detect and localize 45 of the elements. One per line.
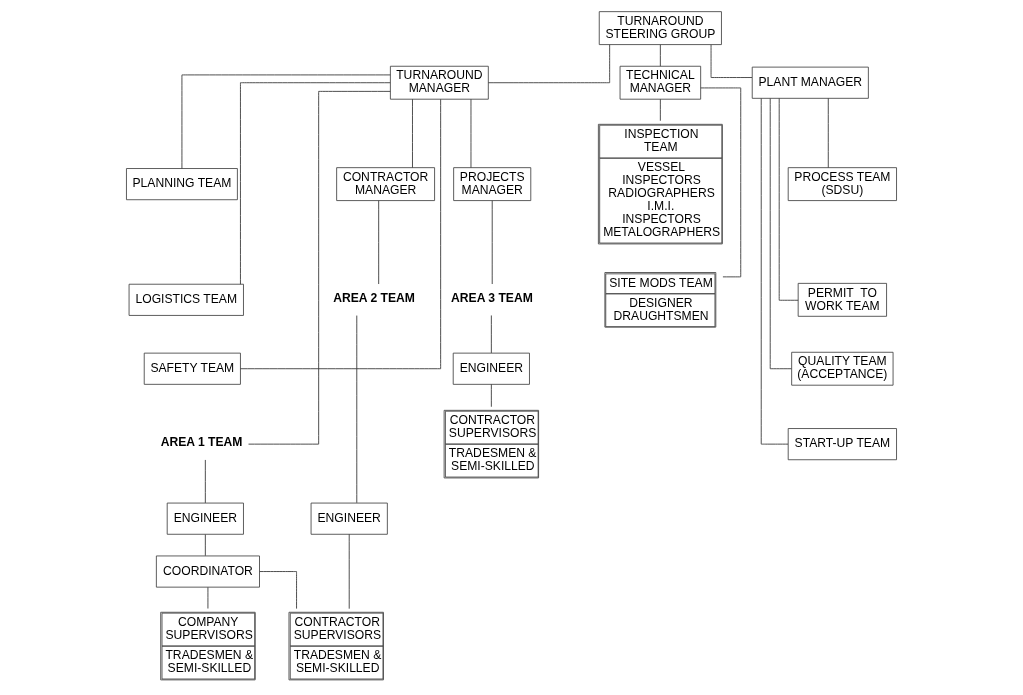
connector (760, 98, 789, 445)
node-box: TURNAROUND STEERING GROUP (598, 11, 722, 46)
node-box: SAFETY TEAM (143, 352, 241, 385)
node-box: ENGINEER (166, 502, 244, 535)
connector (491, 200, 493, 285)
node-text: AREA 1 TEAM (160, 435, 243, 450)
connector (470, 98, 472, 169)
connector (778, 97, 799, 301)
node-box: ENGINEER (452, 352, 530, 385)
connector (207, 586, 209, 609)
node-box: PROCESS TEAM (SDSU) (787, 167, 897, 202)
connector (259, 571, 297, 610)
node-box: PROJECTS MANAGER (453, 167, 532, 202)
connector (240, 82, 391, 285)
connector (240, 98, 442, 370)
connector (356, 315, 358, 504)
connector (248, 90, 391, 445)
connector (700, 87, 742, 278)
node-box: PERMIT TO WORK TEAM (797, 282, 887, 317)
connector (204, 459, 206, 504)
node-text: AREA 3 TEAM (451, 291, 533, 306)
node-box: TURNAROUND MANAGER (389, 65, 489, 100)
node-box: CONTRACTOR MANAGER (336, 167, 435, 202)
connector (181, 74, 391, 169)
connector (710, 44, 753, 78)
connector (490, 315, 492, 354)
connector (412, 98, 413, 169)
node-box: PLANT MANAGER (751, 66, 869, 99)
connector (659, 44, 661, 67)
connector (204, 534, 206, 557)
connector (348, 533, 350, 610)
node-box: QUALITY TEAM (ACCEPTANCE) (791, 351, 894, 386)
node-box: ENGINEER (310, 502, 388, 535)
node-box: PLANNING TEAM (126, 168, 238, 201)
connector (378, 200, 380, 285)
connector (827, 97, 829, 169)
node-box: COORDINATOR (155, 555, 260, 588)
node-box: LOGISTICS TEAM (128, 283, 244, 316)
connector (769, 98, 792, 370)
connector (490, 383, 492, 408)
connector (659, 98, 661, 122)
node-box: START-UP TEAM (787, 428, 897, 461)
connector (487, 44, 611, 84)
node-box: TECHNICAL MANAGER (619, 65, 702, 100)
node-text: AREA 2 TEAM (333, 291, 415, 306)
